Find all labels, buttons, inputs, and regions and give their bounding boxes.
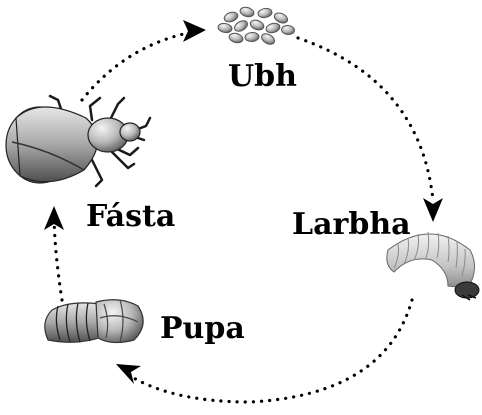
stage-label-pupa: Pupa (160, 314, 245, 344)
stage-label-adult: Fásta (86, 202, 175, 232)
arrow-pupa-to-adult (54, 218, 62, 300)
beetle-icon (6, 96, 150, 186)
larva-grub-icon (387, 232, 479, 300)
arrow-adult-to-egg (82, 30, 205, 100)
pupa-icon (45, 300, 143, 343)
egg-cluster-icon (217, 6, 295, 47)
arrowhead-egg (183, 20, 206, 42)
stage-label-larva: Larbha (292, 210, 411, 240)
arrowhead-pupa (116, 364, 141, 384)
arrow-egg-to-larva (298, 38, 433, 200)
arrowhead-larva (423, 198, 443, 222)
stage-label-egg: Ubh (228, 62, 297, 92)
